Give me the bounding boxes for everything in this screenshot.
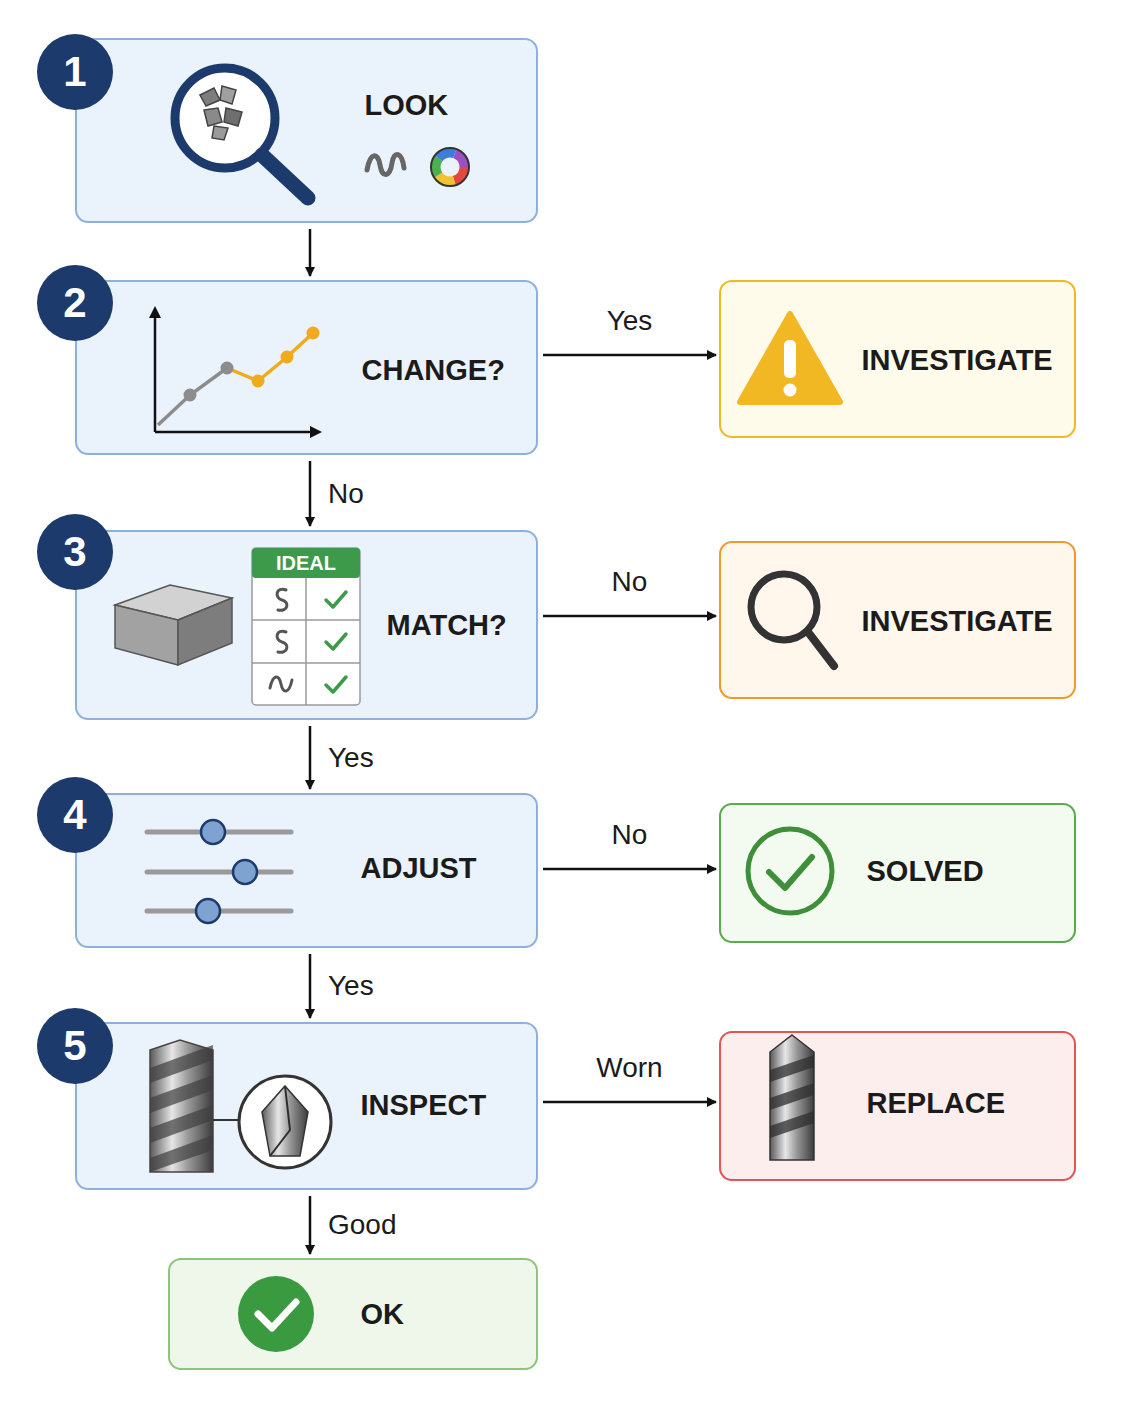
edge-label: Yes (325, 742, 377, 774)
node-label: SOLVED (867, 854, 984, 888)
flow-arrow (309, 461, 312, 526)
material-block (115, 585, 232, 665)
replace-drill-icon (770, 1035, 814, 1160)
node-label: REPLACE (867, 1086, 1006, 1120)
magnifier-icon (175, 68, 308, 198)
node-label: OK (361, 1297, 405, 1331)
check-icon (748, 829, 832, 913)
edge-label: Yes (604, 305, 656, 337)
flow-arrow (309, 726, 312, 789)
flow-arrow (543, 354, 716, 357)
investigate-box: INVESTIGATE (719, 541, 1076, 699)
warning-box: INVESTIGATE (719, 280, 1076, 438)
node-label: INVESTIGATE (862, 343, 1053, 377)
node-label: CHANGE? (362, 353, 505, 387)
table-header: IDEAL (252, 548, 360, 578)
process-box: INSPECT (75, 1022, 538, 1190)
process-box: ADJUST (75, 793, 538, 948)
flow-arrow (309, 229, 312, 276)
edge-label: Good (325, 1209, 400, 1241)
slider-icon (147, 820, 291, 923)
flow-arrow (543, 1101, 716, 1104)
process-box: LOOK (75, 38, 538, 223)
callout-number: 2 (37, 265, 113, 341)
callout-number: 5 (37, 1008, 113, 1084)
edge-label: No (325, 478, 367, 510)
warning-icon (740, 314, 840, 402)
chip-squiggle (367, 154, 404, 174)
replace-box: REPLACE (719, 1031, 1076, 1181)
drill-bit (150, 1040, 331, 1172)
callout-number: 4 (37, 777, 113, 853)
callout-number: 1 (37, 34, 113, 110)
node-label: ADJUST (361, 851, 477, 885)
callout-number: 3 (37, 514, 113, 590)
edge-label: No (609, 819, 651, 851)
node-label: INSPECT (361, 1088, 487, 1122)
node-label: LOOK (365, 88, 449, 122)
search-icon (751, 574, 834, 666)
ideal-table (252, 548, 360, 705)
decision-box: CHANGE? (75, 280, 538, 455)
trend-chart (149, 306, 322, 438)
color-ring (431, 148, 469, 186)
edge-label: No (609, 566, 651, 598)
ok-check-icon (238, 1276, 314, 1352)
result-box: SOLVED (719, 803, 1076, 943)
flow-arrow (309, 954, 312, 1018)
result-box: OK (168, 1258, 538, 1370)
edge-label: Yes (325, 970, 377, 1002)
node-label: INVESTIGATE (862, 604, 1053, 638)
flow-arrow (543, 615, 716, 618)
edge-label: Worn (593, 1052, 665, 1084)
flow-arrow (309, 1196, 312, 1254)
flow-arrow (543, 868, 716, 871)
node-label: MATCH? (387, 608, 507, 642)
